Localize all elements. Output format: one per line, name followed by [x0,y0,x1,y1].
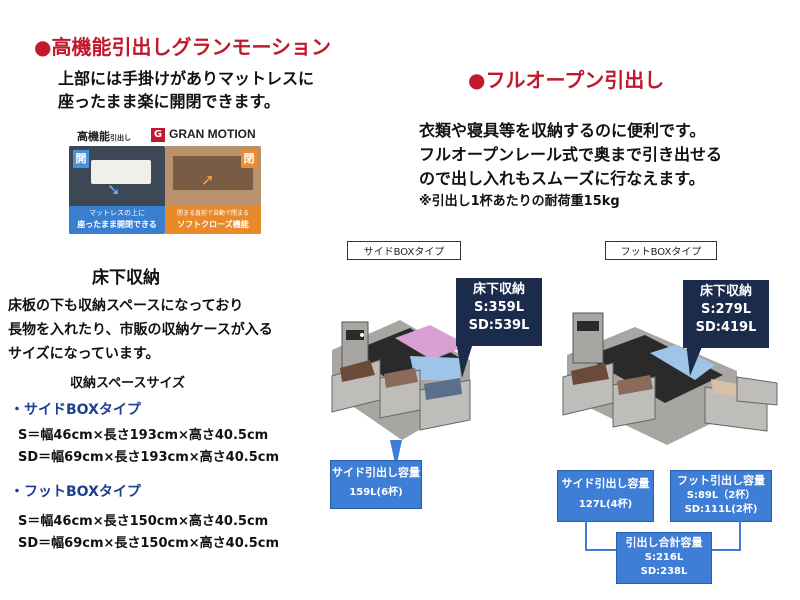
side-box-tag: サイドBOXタイプ [347,241,461,260]
foot-floor-title: 床下収納 [699,284,752,299]
side-floor-pointer [456,340,474,380]
foot-box-size-s: S＝幅46cm×長さ150cm×高さ40.5cm [18,514,269,529]
promo-right-caption-2: ソフトクローズ機能 [177,220,249,229]
gran-motion-promo: 高機能引出し G GRAN MOTION 開 ➘ マットレスの上に 座ったまま開… [65,126,265,236]
foot-box-type-label: ・フットBOXタイプ [10,484,141,500]
promo-left-caption-1: マットレスの上に [89,209,145,217]
foot-box-size-sd: SD＝幅69cm×長さ150cm×高さ40.5cm [18,536,279,551]
promo-left-caption-2: 座ったまま開閉できる [77,220,157,229]
side-box-bed-illustration [331,320,471,440]
side-drawer-capacity-box: サイド引出し容量 159L(6杯) [330,460,422,509]
total-drawer-capacity-box: 引出し合計容量 S:216L SD:238L [616,532,712,584]
grand-motion-heading: ●高機能引出しグランモーション [34,35,332,59]
foot-floor-sd: SD:419L [695,320,757,335]
foot-drawer-title: フット引出し容量 [677,474,765,487]
full-open-line-3: ので出し入れもスムーズに行なえます。 [419,169,705,188]
total-bracket-lines [585,518,741,551]
foot-box-tag: フットBOXタイプ [605,241,717,260]
side-drawer-value: 159L(6杯) [349,487,403,498]
foot-side-drawer-title: サイド引出し容量 [561,477,650,490]
total-title: 引出し合計容量 [625,536,703,549]
foot-side-drawer-value: 127L(4杯) [578,499,633,510]
side-floor-sd: SD:539L [468,318,530,333]
foot-drawer-capacity-box: フット引出し容量 S:89L（2杯） SD:111L(2杯) [670,470,772,522]
side-floor-s: S:359L [474,300,524,315]
promo-panel-open: 開 ➘ マットレスの上に 座ったまま開閉できる [69,146,165,234]
side-drawer-title: サイド引出し容量 [332,466,420,479]
grand-motion-desc-1: 上部には手掛けがありマットレスに [58,69,315,88]
open-badge: 開 [73,150,89,168]
full-open-line-1: 衣類や寝具等を収納するのに便利です。 [419,121,706,140]
side-box-size-sd: SD＝幅69cm×長さ193cm×高さ40.5cm [18,450,279,465]
grand-motion-desc-2: 座ったまま楽に開閉できます。 [58,92,280,111]
underfloor-line-1: 床板の下も収納スペースになっており [8,298,244,314]
full-open-heading: ●フルオープン引出し [468,68,665,92]
promo-right-caption-1: 閉まる直前で自動で閉まる [176,210,249,217]
promo-brand-small: 高機能 [77,130,110,143]
underfloor-line-2: 長物を入れたり、市販の収納ケースが入る [8,322,273,338]
foot-floor-s: S:279L [701,302,751,317]
storage-size-heading: 収納スペースサイズ [70,376,186,391]
side-floor-title: 床下収納 [472,282,525,297]
side-box-type-label: ・サイドBOXタイプ [10,402,141,418]
total-sd: SD:238L [640,566,688,577]
total-s: S:216L [644,552,684,563]
foot-floor-storage-box: 床下収納 S:279L SD:419L [683,280,769,348]
foot-side-drawer-box: サイド引出し容量 127L(4杯) [557,470,654,522]
gran-motion-logo-mark: G [151,128,165,142]
underfloor-line-3: サイズになっています。 [8,346,160,362]
side-floor-storage-box: 床下収納 S:359L SD:539L [456,278,542,346]
side-callout-pointer [390,440,402,468]
side-box-size-s: S＝幅46cm×長さ193cm×高さ40.5cm [18,428,269,443]
foot-drawer-s: S:89L（2杯） [686,490,756,501]
promo-panel-close: 閉 ➚ 閉まる直前で自動で閉まる ソフトクローズ機能 [165,146,261,234]
foot-floor-pointer [686,342,704,378]
full-open-line-2: フルオープンレール式で奥まで引き出せる [419,145,723,164]
arrow-close-icon: ➚ [201,170,215,189]
foot-drawer-sd: SD:111L(2杯) [684,504,758,515]
underfloor-heading: 床下収納 [92,268,160,288]
close-badge: 閉 [241,150,257,168]
arrow-down-icon: ➘ [107,180,121,199]
promo-brand-tiny: 引出し [110,134,131,142]
promo-logo-text: GRAN MOTION [169,127,256,141]
load-capacity-note: ※引出し1杯あたりの耐荷重15kg [419,194,620,209]
